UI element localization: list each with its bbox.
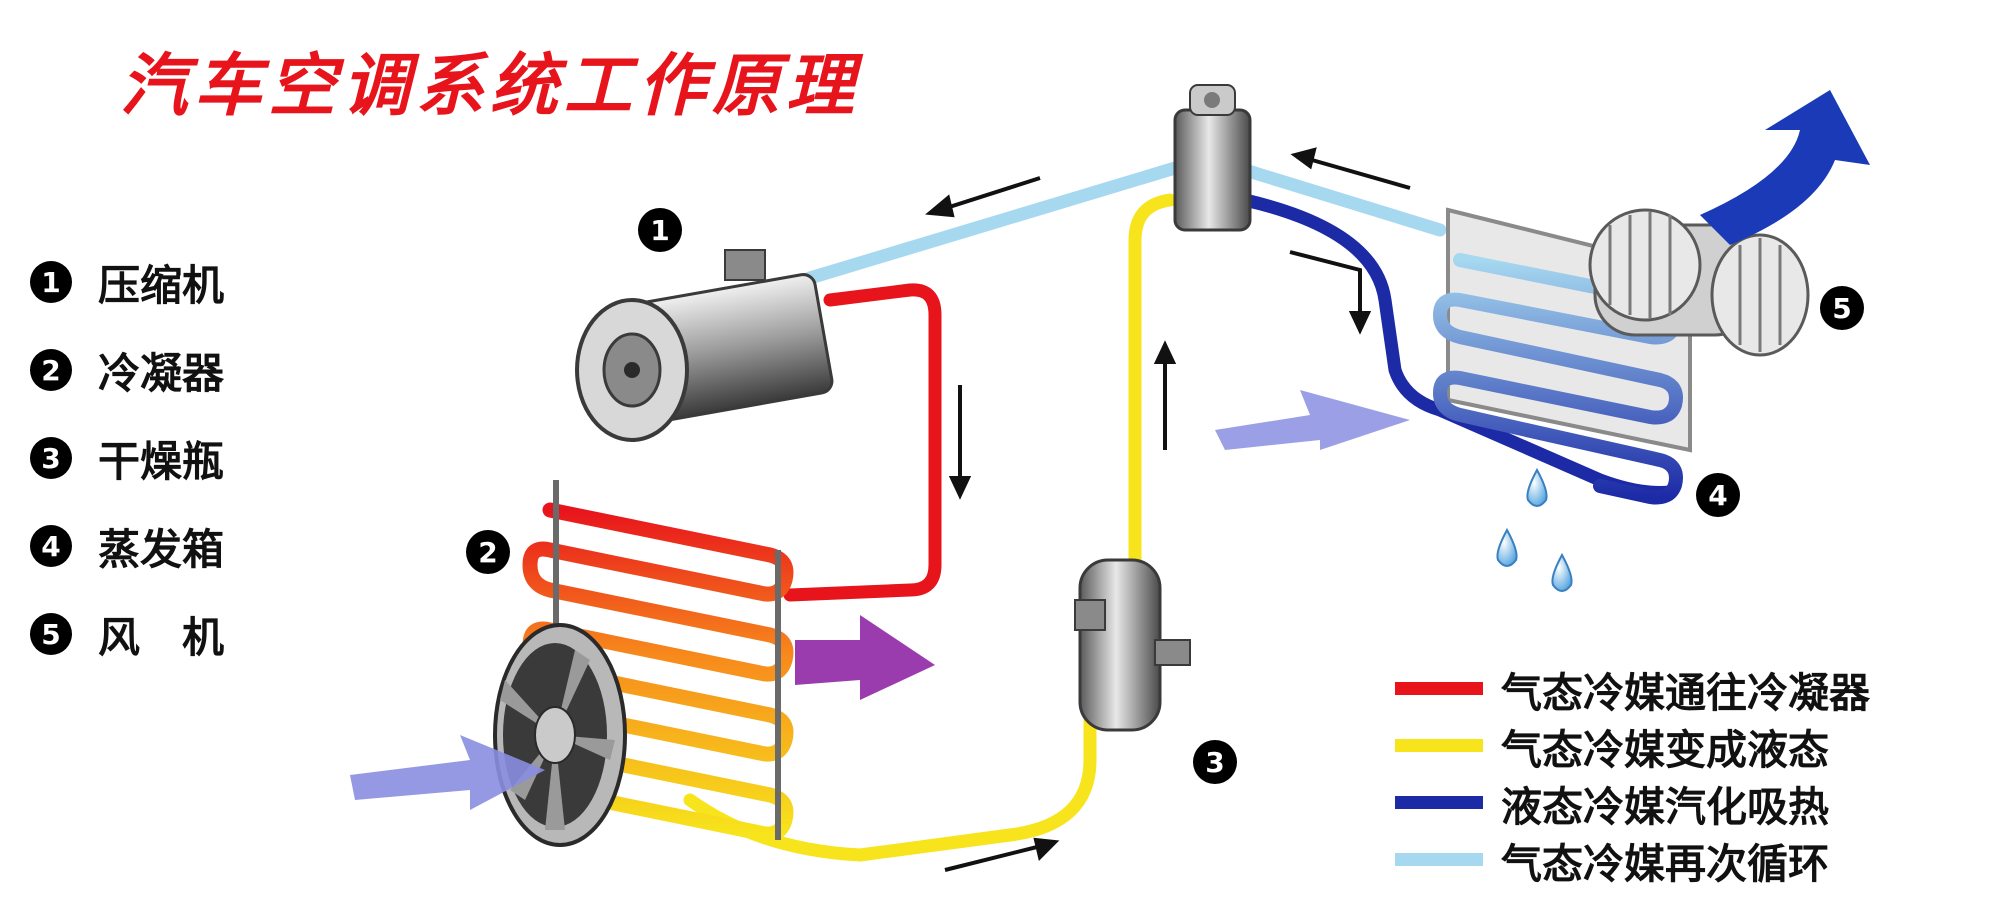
legend-swatch — [1395, 796, 1483, 809]
return-gas-line-from-evaporator — [1238, 163, 1447, 237]
cold-air-out-arrow — [1700, 90, 1870, 245]
legend: 气态冷媒通往冷凝器 气态冷媒变成液态 液态冷媒汽化吸热 气态冷媒再次循环 — [1395, 660, 1870, 888]
component-item-compressor: 1 压缩机 — [30, 238, 224, 326]
blower — [1588, 208, 1810, 357]
svg-text:5: 5 — [1832, 292, 1851, 325]
legend-label: 气态冷媒再次循环 — [1501, 839, 1829, 888]
receiver-drier — [1074, 558, 1191, 732]
evaporator-coils — [1432, 253, 1683, 505]
airflow-evaporator-in-arrow — [1215, 390, 1410, 450]
component-number-badge: 5 — [30, 613, 72, 655]
svg-text:1: 1 — [650, 214, 669, 247]
legend-item-return-gas: 气态冷媒再次循环 — [1395, 831, 1870, 888]
svg-text:2: 2 — [478, 536, 497, 569]
number-markers: 1 2 3 4 5 — [466, 208, 1864, 784]
component-item-evaporator: 4 蒸发箱 — [30, 502, 224, 590]
marker-evaporator: 4 — [1696, 473, 1740, 517]
marker-compressor: 1 — [638, 208, 682, 252]
component-item-condenser: 2 冷凝器 — [30, 326, 224, 414]
hot-gas-line-to-condenser — [783, 283, 942, 602]
legend-swatch — [1395, 739, 1483, 752]
component-label-condenser: 冷凝器 — [98, 348, 225, 398]
component-item-blower: 5 风 机 — [30, 590, 224, 678]
component-list: 1 压缩机 2 冷凝器 3 干燥瓶 4 蒸发箱 5 风 机 — [30, 238, 224, 678]
legend-label: 气态冷媒通往冷凝器 — [1501, 668, 1870, 717]
legend-label: 气态冷媒变成液态 — [1501, 725, 1829, 774]
condenser-fan — [493, 623, 627, 847]
component-number-badge: 3 — [30, 437, 72, 479]
refrigerant-lines — [683, 158, 1677, 862]
liquid-line-drier-to-receiver — [1128, 193, 1177, 572]
airflow-hot-arrow — [795, 615, 935, 700]
component-label-blower: 风 机 — [98, 612, 225, 662]
compressor — [575, 249, 834, 442]
marker-condenser: 2 — [466, 530, 510, 574]
flow-direction-arrows — [925, 147, 1411, 872]
component-label-drier: 干燥瓶 — [98, 436, 225, 486]
expansion-valve — [1173, 84, 1252, 232]
condensation-drops — [1496, 467, 1573, 592]
component-number-badge: 2 — [30, 349, 72, 391]
component-number-badge: 4 — [30, 525, 72, 567]
component-number-badge: 1 — [30, 261, 72, 303]
component-item-drier: 3 干燥瓶 — [30, 414, 224, 502]
legend-swatch — [1395, 853, 1483, 866]
component-label-evaporator: 蒸发箱 — [98, 524, 225, 574]
legend-item-cold-liquid: 液态冷媒汽化吸热 — [1395, 774, 1870, 831]
water-drop-icon — [1526, 467, 1548, 507]
legend-label: 液态冷媒汽化吸热 — [1501, 782, 1829, 831]
marker-blower: 5 — [1820, 286, 1864, 330]
airflow-in-arrow — [350, 735, 545, 810]
legend-item-hot-gas: 气态冷媒通往冷凝器 — [1395, 660, 1870, 717]
svg-text:3: 3 — [1205, 746, 1224, 779]
airflow-arrows — [350, 90, 1870, 810]
water-drop-icon — [1551, 552, 1573, 592]
legend-item-liquid: 气态冷媒变成液态 — [1395, 717, 1870, 774]
water-drop-icon — [1496, 527, 1518, 567]
return-gas-line-to-compressor — [803, 158, 1192, 285]
page-title: 汽车空调系统工作原理 — [120, 47, 861, 126]
legend-swatch — [1395, 682, 1483, 695]
marker-drier: 3 — [1193, 740, 1237, 784]
component-label-compressor: 压缩机 — [98, 260, 225, 310]
svg-text:4: 4 — [1708, 479, 1727, 512]
